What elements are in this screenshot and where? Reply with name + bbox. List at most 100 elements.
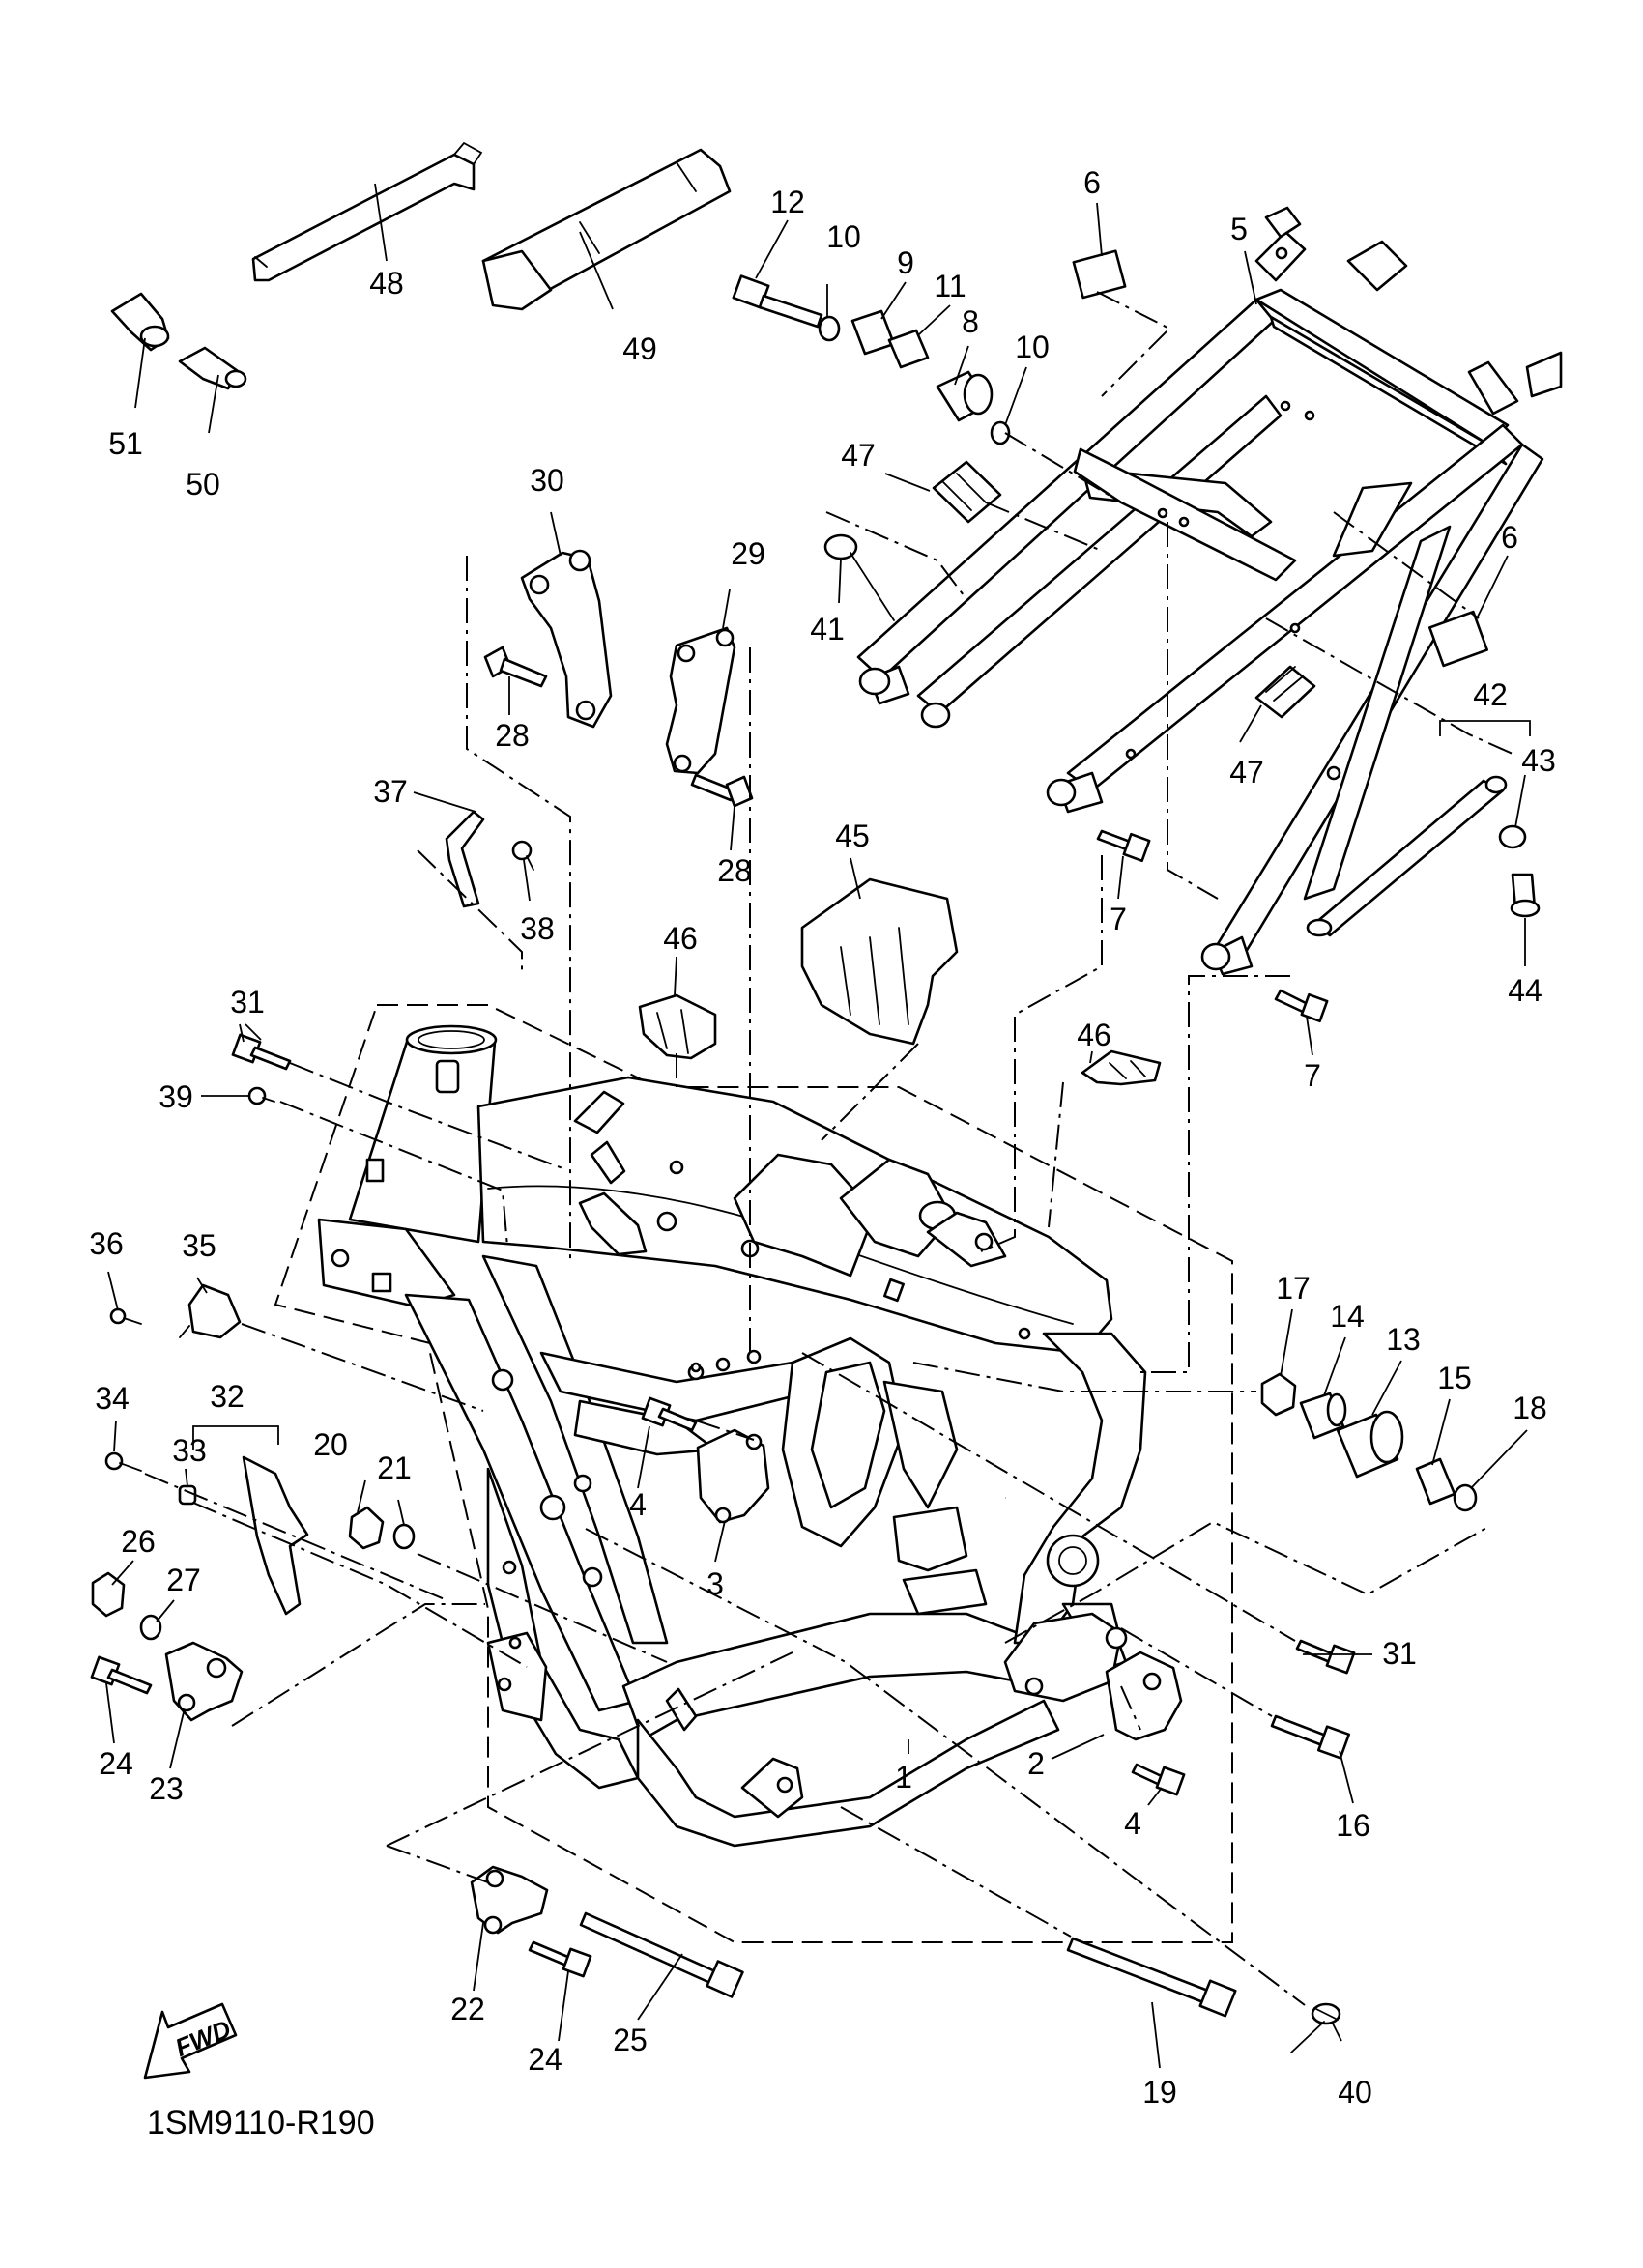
callout-46-left: 46	[663, 921, 698, 956]
bracket-23	[164, 1641, 244, 1722]
callout-27: 27	[166, 1563, 201, 1597]
guide-35	[179, 1283, 242, 1339]
callout-1: 1	[895, 1760, 912, 1794]
callout-25: 25	[613, 2023, 648, 2057]
bolt-44	[1510, 873, 1541, 918]
collar-15	[1415, 1457, 1456, 1506]
callout-numbers: 1 2 3 4 4 5 6 6 7 7 8 9 10 10 11 12 13 1…	[89, 165, 1556, 2110]
bolt-28-upper	[483, 646, 548, 688]
callout-40: 40	[1338, 2075, 1372, 2110]
callout-16: 16	[1336, 1808, 1370, 1843]
washer-10b	[990, 420, 1011, 445]
callout-28-upper: 28	[495, 718, 530, 753]
collar-14	[1299, 1392, 1347, 1440]
callout-30: 30	[530, 463, 564, 498]
bracket-29	[665, 626, 736, 775]
bracket-30	[520, 549, 613, 729]
nut-26	[91, 1571, 126, 1618]
callout-12: 12	[770, 185, 805, 219]
bracket-2	[1105, 1651, 1183, 1741]
callout-39: 39	[159, 1079, 193, 1114]
callout-9: 9	[897, 245, 914, 280]
callout-13: 13	[1386, 1322, 1421, 1357]
callout-45: 45	[835, 818, 870, 853]
callout-38: 38	[520, 911, 555, 946]
callout-4-lower: 4	[1124, 1806, 1141, 1841]
screw-38	[511, 840, 534, 871]
screw-39	[247, 1086, 275, 1105]
callout-21: 21	[377, 1450, 412, 1485]
washer-43	[1498, 824, 1527, 849]
callout-4-upper: 4	[629, 1487, 647, 1522]
clamp-47-upper	[932, 460, 1002, 524]
callout-10-a: 10	[826, 219, 861, 254]
callout-6-right: 6	[1501, 520, 1518, 555]
label-6-right	[1427, 610, 1489, 668]
clamp-46-right	[1081, 1049, 1162, 1086]
clamp-46-left	[638, 993, 717, 1060]
collar-11	[887, 329, 930, 369]
clip-41	[823, 533, 895, 621]
callout-34: 34	[95, 1381, 130, 1416]
callout-14: 14	[1330, 1299, 1365, 1334]
guard-32	[242, 1455, 309, 1616]
bearing-13	[1336, 1410, 1404, 1479]
bush-8	[936, 370, 994, 422]
callout-48: 48	[369, 266, 404, 301]
collar-33	[178, 1484, 197, 1506]
washer-18	[1453, 1483, 1478, 1512]
bolt-25	[579, 1911, 744, 1998]
callout-23: 23	[149, 1771, 184, 1806]
reference-lines	[144, 291, 1513, 2006]
fwd-arrow-icon: FWD	[143, 2002, 238, 2080]
callout-47-lower: 47	[1229, 755, 1264, 789]
callout-24-lower: 24	[528, 2042, 562, 2077]
callout-24-left: 24	[99, 1746, 133, 1781]
bolt-7-lower	[1274, 989, 1329, 1023]
clip-37	[445, 810, 485, 908]
callout-31-upper: 31	[230, 985, 265, 1019]
bolt-7-upper	[1096, 829, 1151, 863]
callout-50: 50	[186, 467, 220, 502]
callout-28-lower: 28	[717, 853, 752, 888]
clamp-47-lower	[1254, 665, 1316, 719]
callout-44: 44	[1508, 973, 1542, 1008]
bolt-31-upper	[231, 1033, 292, 1071]
bolt-16	[1270, 1714, 1351, 1760]
callout-7-upper: 7	[1110, 902, 1127, 936]
callout-2: 2	[1027, 1746, 1045, 1781]
clip-40	[1290, 2002, 1341, 2053]
plug-wrench-49	[481, 148, 732, 311]
callout-42: 42	[1473, 677, 1508, 712]
bolt-4-lower	[1131, 1763, 1186, 1796]
bracket-22	[470, 1865, 549, 1935]
callout-41: 41	[810, 612, 845, 646]
fitting-51	[110, 292, 170, 352]
bolt-24-lower	[528, 1940, 592, 1978]
nut-17	[1260, 1372, 1297, 1417]
callout-26: 26	[121, 1524, 156, 1559]
diagram-code: 1SM9110-R190	[147, 2105, 375, 2141]
bolt-4-upper	[641, 1396, 698, 1432]
label-6-upper	[1072, 249, 1127, 300]
callout-51: 51	[108, 426, 143, 461]
washer-10	[818, 315, 841, 342]
callout-20: 20	[313, 1427, 348, 1462]
callout-33: 33	[172, 1433, 207, 1468]
fitting-50	[178, 346, 247, 390]
collar-9	[850, 309, 896, 356]
callout-37: 37	[373, 774, 408, 809]
bolt-19	[1066, 1937, 1237, 2018]
bolt-12	[732, 274, 823, 329]
callout-6-upper: 6	[1083, 165, 1101, 200]
callout-18: 18	[1513, 1391, 1547, 1425]
bolt-24-left	[90, 1655, 153, 1695]
main-frame	[317, 1024, 1147, 1848]
callout-35: 35	[182, 1228, 216, 1263]
callout-47-upper: 47	[841, 438, 876, 473]
callout-29: 29	[731, 536, 765, 571]
stay-42	[1306, 775, 1508, 937]
callout-17: 17	[1276, 1271, 1311, 1306]
bolt-31-lower	[1295, 1639, 1356, 1675]
cover-45	[800, 877, 959, 1046]
